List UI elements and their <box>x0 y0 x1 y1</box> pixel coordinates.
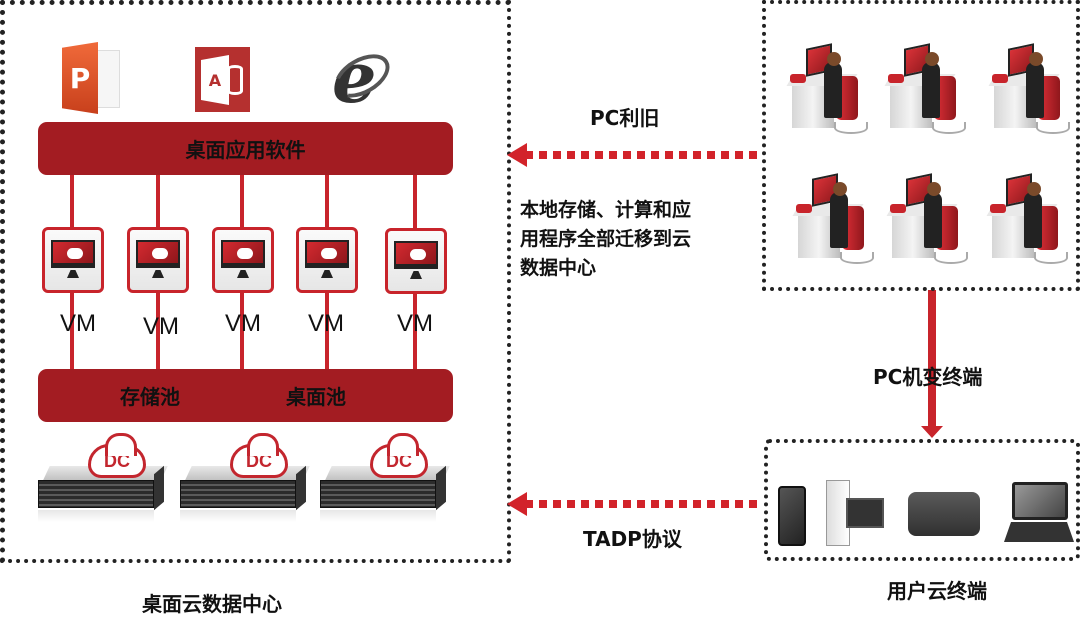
desktop-apps-layer: 桌面应用软件 <box>38 122 453 175</box>
data-center-boundary <box>0 0 511 563</box>
terminals-boundary <box>764 439 1080 561</box>
pc-user-workstation-icon <box>884 28 968 138</box>
storage-pool-label: 存储池 <box>120 385 180 409</box>
migration-description: 本地存储、计算和应 用程序全部迁移到云 数据中心 <box>520 199 692 279</box>
server-icon <box>38 462 168 522</box>
user-terminals-label: 用户云终端 <box>887 579 987 603</box>
thin-client-icon <box>908 492 980 536</box>
ie-icon: e <box>327 43 397 114</box>
resource-pools-layer: 存储池 桌面池 <box>38 369 453 422</box>
pc-user-workstation-icon <box>886 158 970 268</box>
left-arrow-icon <box>507 143 763 167</box>
dc-cloud-badge: DC <box>88 433 146 478</box>
vm-monitor-icon <box>385 228 447 294</box>
data-center-label: 桌面云数据中心 <box>142 592 282 616</box>
pc-user-workstation-icon <box>792 158 876 268</box>
desktop-apps-label: 桌面应用软件 <box>185 138 306 162</box>
pc-user-workstation-icon <box>786 28 870 138</box>
vm-label: VM <box>60 310 96 337</box>
vm-monitor-icon <box>127 227 189 293</box>
vm-label: VM <box>143 313 179 340</box>
desktop-pc-icon <box>826 480 884 546</box>
pc-reuse-label: PC利旧 <box>590 106 660 130</box>
access-icon: A <box>195 47 250 112</box>
vm-label: VM <box>308 310 344 337</box>
vm-monitor-icon <box>296 227 358 293</box>
dc-cloud-badge: DC <box>370 433 428 478</box>
laptop-icon <box>1004 482 1074 546</box>
pc-user-workstation-icon <box>988 28 1072 138</box>
vm-monitor-icon <box>42 227 104 293</box>
vm-monitor-icon <box>212 227 274 293</box>
vm-label: VM <box>397 310 433 337</box>
powerpoint-icon: P <box>62 42 120 114</box>
left-arrow-icon <box>507 492 763 516</box>
server-icon <box>180 462 310 522</box>
tadp-protocol-label: TADP协议 <box>583 527 682 551</box>
pc-users-boundary <box>762 0 1080 291</box>
desktop-pool-label: 桌面池 <box>286 385 346 409</box>
smartphone-icon <box>778 486 806 546</box>
vm-label: VM <box>225 310 261 337</box>
dc-cloud-badge: DC <box>230 433 288 478</box>
pc-to-terminal-label: PC机变终端 <box>873 365 983 389</box>
server-icon <box>320 462 450 522</box>
down-arrow-icon <box>921 290 943 438</box>
pc-user-workstation-icon <box>986 158 1070 268</box>
